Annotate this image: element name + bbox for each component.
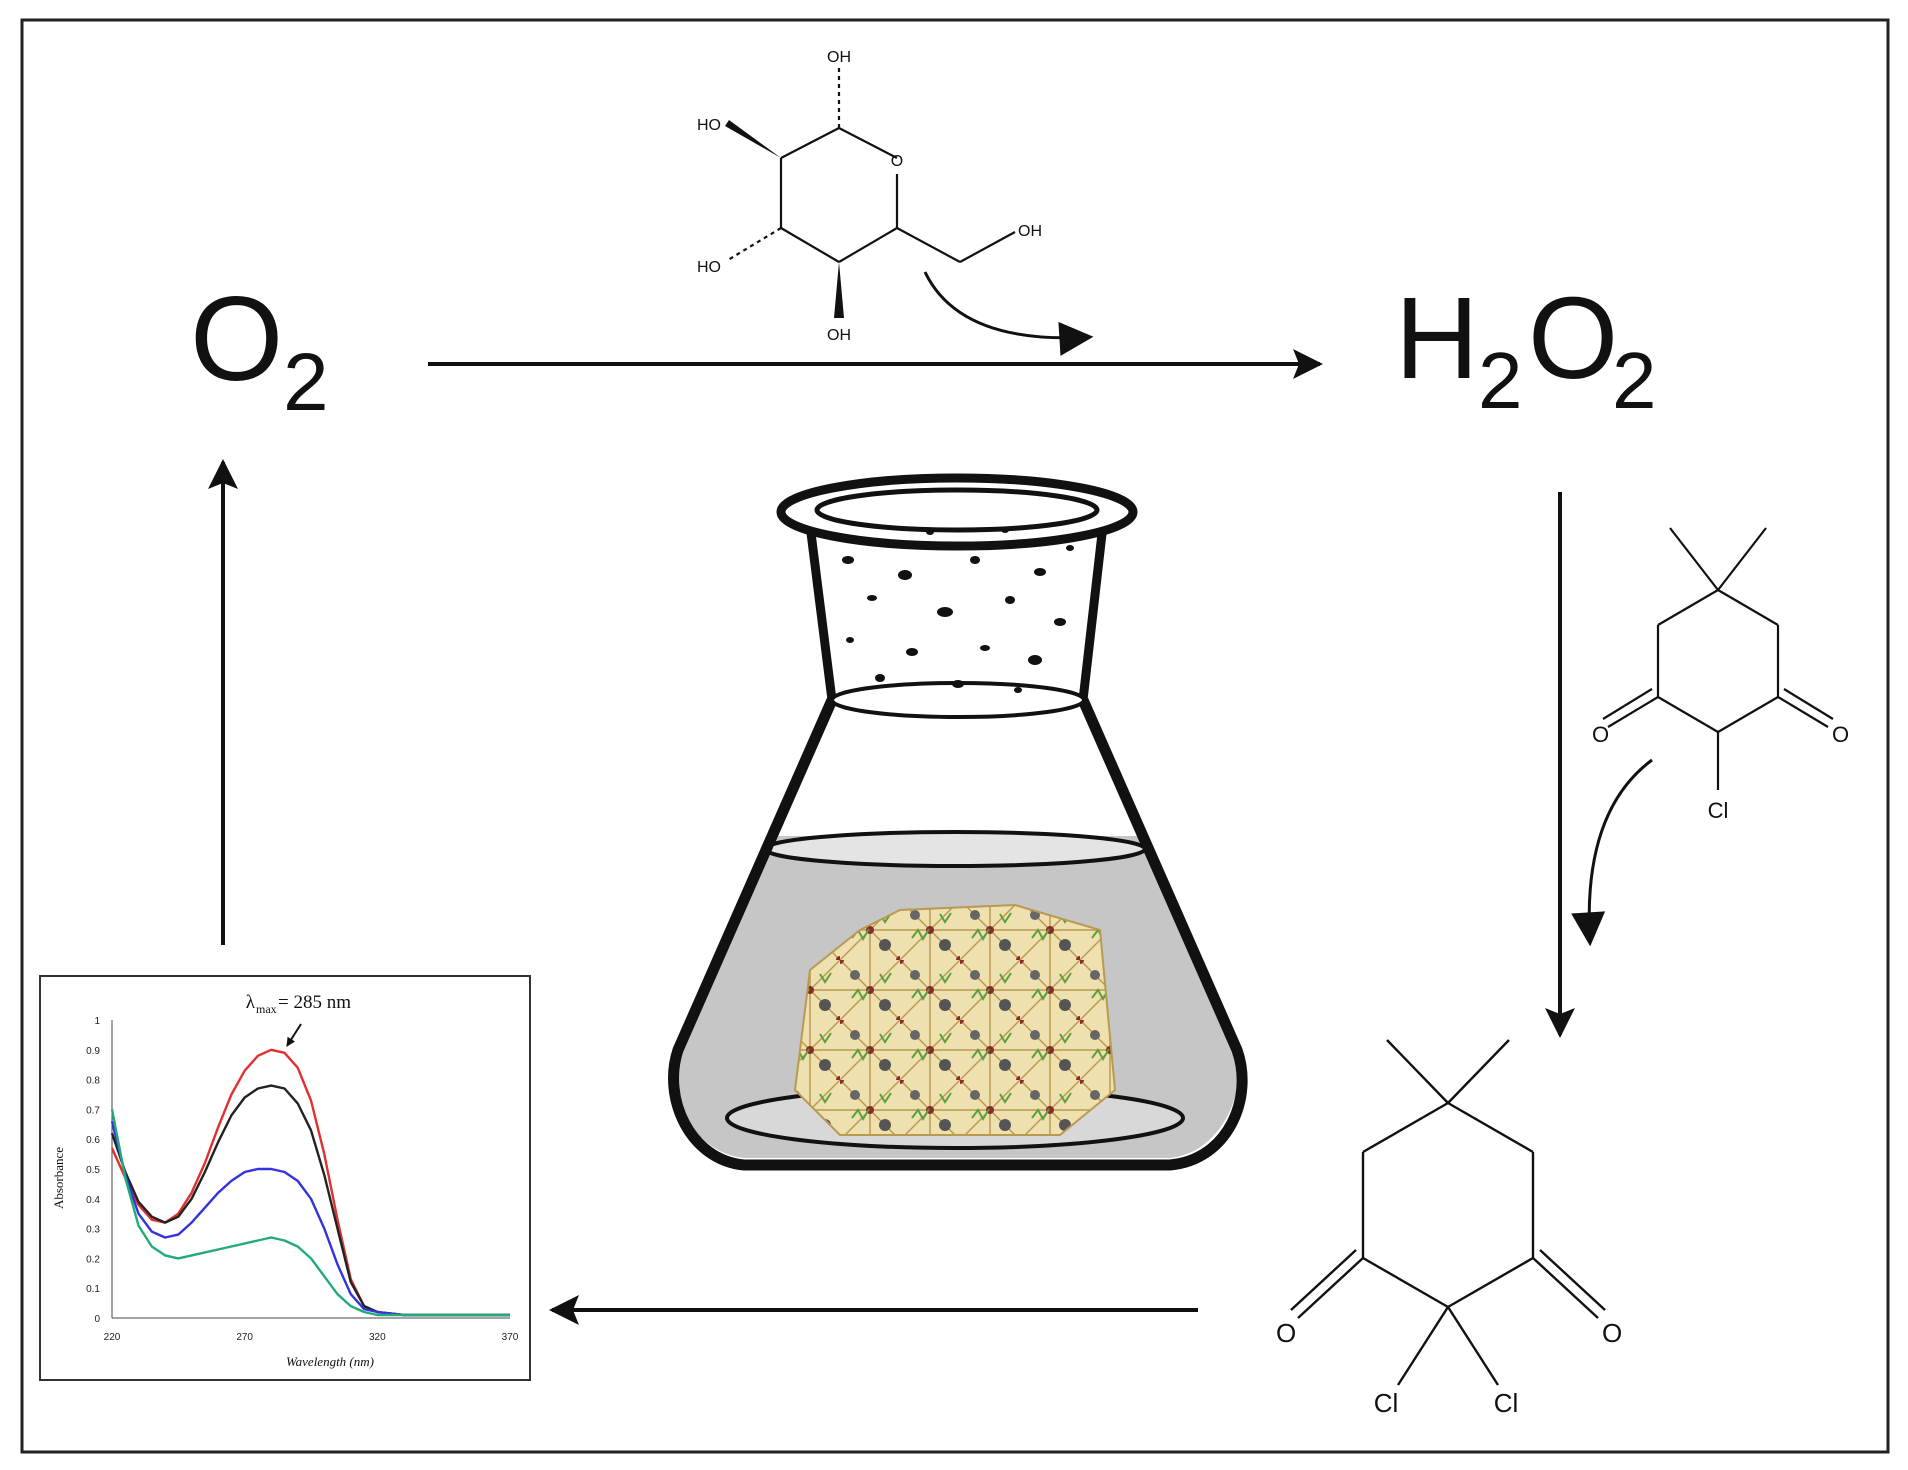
dichloro-dimedone-structure bbox=[1290, 1039, 1606, 1386]
flask-shoulder bbox=[830, 681, 1086, 719]
glucose-oh-top: OH bbox=[827, 49, 851, 66]
y-tick-label: 0.9 bbox=[86, 1046, 100, 1057]
dichloro-dimedone-o-right: O bbox=[1602, 1318, 1622, 1348]
spectrum-plot: 0 0.1 0.2 0.3 0.4 0.5 0.6 0.7 0.8 0.9 1 220 270 320 37… bbox=[86, 1016, 519, 1343]
chloro-dimedone-cl: Cl bbox=[1708, 798, 1729, 823]
o2-main: O bbox=[190, 272, 283, 406]
flask-rim-inner bbox=[814, 487, 1100, 533]
x-tick-label: 370 bbox=[502, 1332, 519, 1343]
y-tick-label: 0 bbox=[94, 1314, 100, 1325]
x-tick-label: 270 bbox=[236, 1332, 253, 1343]
y-tick-label: 0.1 bbox=[86, 1284, 100, 1295]
h2o2-h-sub: 2 bbox=[1478, 336, 1523, 425]
flask-body-outline bbox=[668, 697, 1248, 1171]
lambda-max-pointer bbox=[286, 1023, 302, 1047]
dichloro-dimedone-o-left: O bbox=[1276, 1318, 1296, 1348]
curved-arrow-glucose bbox=[923, 271, 1094, 356]
lambda-max-value: = 285 nm bbox=[278, 992, 351, 1013]
spectrum-series-4 bbox=[110, 1109, 510, 1317]
dichloro-dimedone-cl-right: Cl bbox=[1494, 1388, 1519, 1418]
chloro-dimedone-o-right: O bbox=[1832, 722, 1849, 747]
y-tick-label: 0.7 bbox=[86, 1105, 100, 1116]
spectrum-x-axis-label: Wavelength (nm) bbox=[286, 1354, 374, 1369]
spectrum-y-axis-label: Absorbance bbox=[51, 1147, 66, 1209]
glucose-structure bbox=[725, 68, 1016, 318]
y-tick-label: 0.3 bbox=[86, 1225, 100, 1236]
y-tick-label: 0.8 bbox=[86, 1076, 100, 1087]
y-tick-label: 0.2 bbox=[86, 1254, 100, 1265]
y-tick-label: 0.5 bbox=[86, 1165, 100, 1176]
h2o2-h: H bbox=[1395, 273, 1479, 403]
glucose-ho-left-top: HO bbox=[697, 117, 721, 134]
liquid-surface bbox=[763, 830, 1147, 868]
h2o2-o-sub: 2 bbox=[1612, 336, 1657, 425]
lambda-max-subscript: max bbox=[256, 1002, 277, 1016]
glucose-ho-left-bottom: HO bbox=[697, 259, 721, 276]
glucose-oh-bottom: OH bbox=[827, 327, 851, 344]
spectrum-frame bbox=[39, 975, 531, 1381]
oxygen-label: O 2 bbox=[190, 272, 329, 428]
mof-crystal bbox=[793, 903, 1117, 1136]
x-tick-label: 220 bbox=[104, 1332, 121, 1343]
neck-bubbles bbox=[842, 527, 1074, 693]
o2-sub: 2 bbox=[283, 337, 329, 428]
h2o2-o: O bbox=[1528, 273, 1618, 403]
erlenmeyer-flask bbox=[668, 473, 1248, 1171]
glucose-oh-right: OH bbox=[1018, 223, 1042, 240]
chloro-dimedone-structure bbox=[1602, 527, 1834, 790]
glucose-ring-oxygen: O bbox=[891, 153, 903, 170]
lambda-max-symbol: λ bbox=[246, 992, 256, 1013]
y-tick-label: 1 bbox=[94, 1016, 100, 1027]
y-tick-label: 0.6 bbox=[86, 1135, 100, 1146]
flask-neck-outline bbox=[805, 524, 1108, 701]
outer-frame bbox=[20, 18, 1890, 1454]
dichloro-dimedone-cl-left: Cl bbox=[1374, 1388, 1399, 1418]
curved-arrow-chloro-dimedone bbox=[1571, 758, 1653, 947]
spectrum-inset: 0 0.1 0.2 0.3 0.4 0.5 0.6 0.7 0.8 0.9 1 220 270 320 37… bbox=[39, 975, 531, 1381]
hydrogen-peroxide-label: H 2 O 2 bbox=[1395, 273, 1657, 425]
chloro-dimedone-o-left: O bbox=[1592, 722, 1609, 747]
y-tick-label: 0.4 bbox=[86, 1195, 100, 1206]
x-tick-label: 320 bbox=[369, 1332, 386, 1343]
